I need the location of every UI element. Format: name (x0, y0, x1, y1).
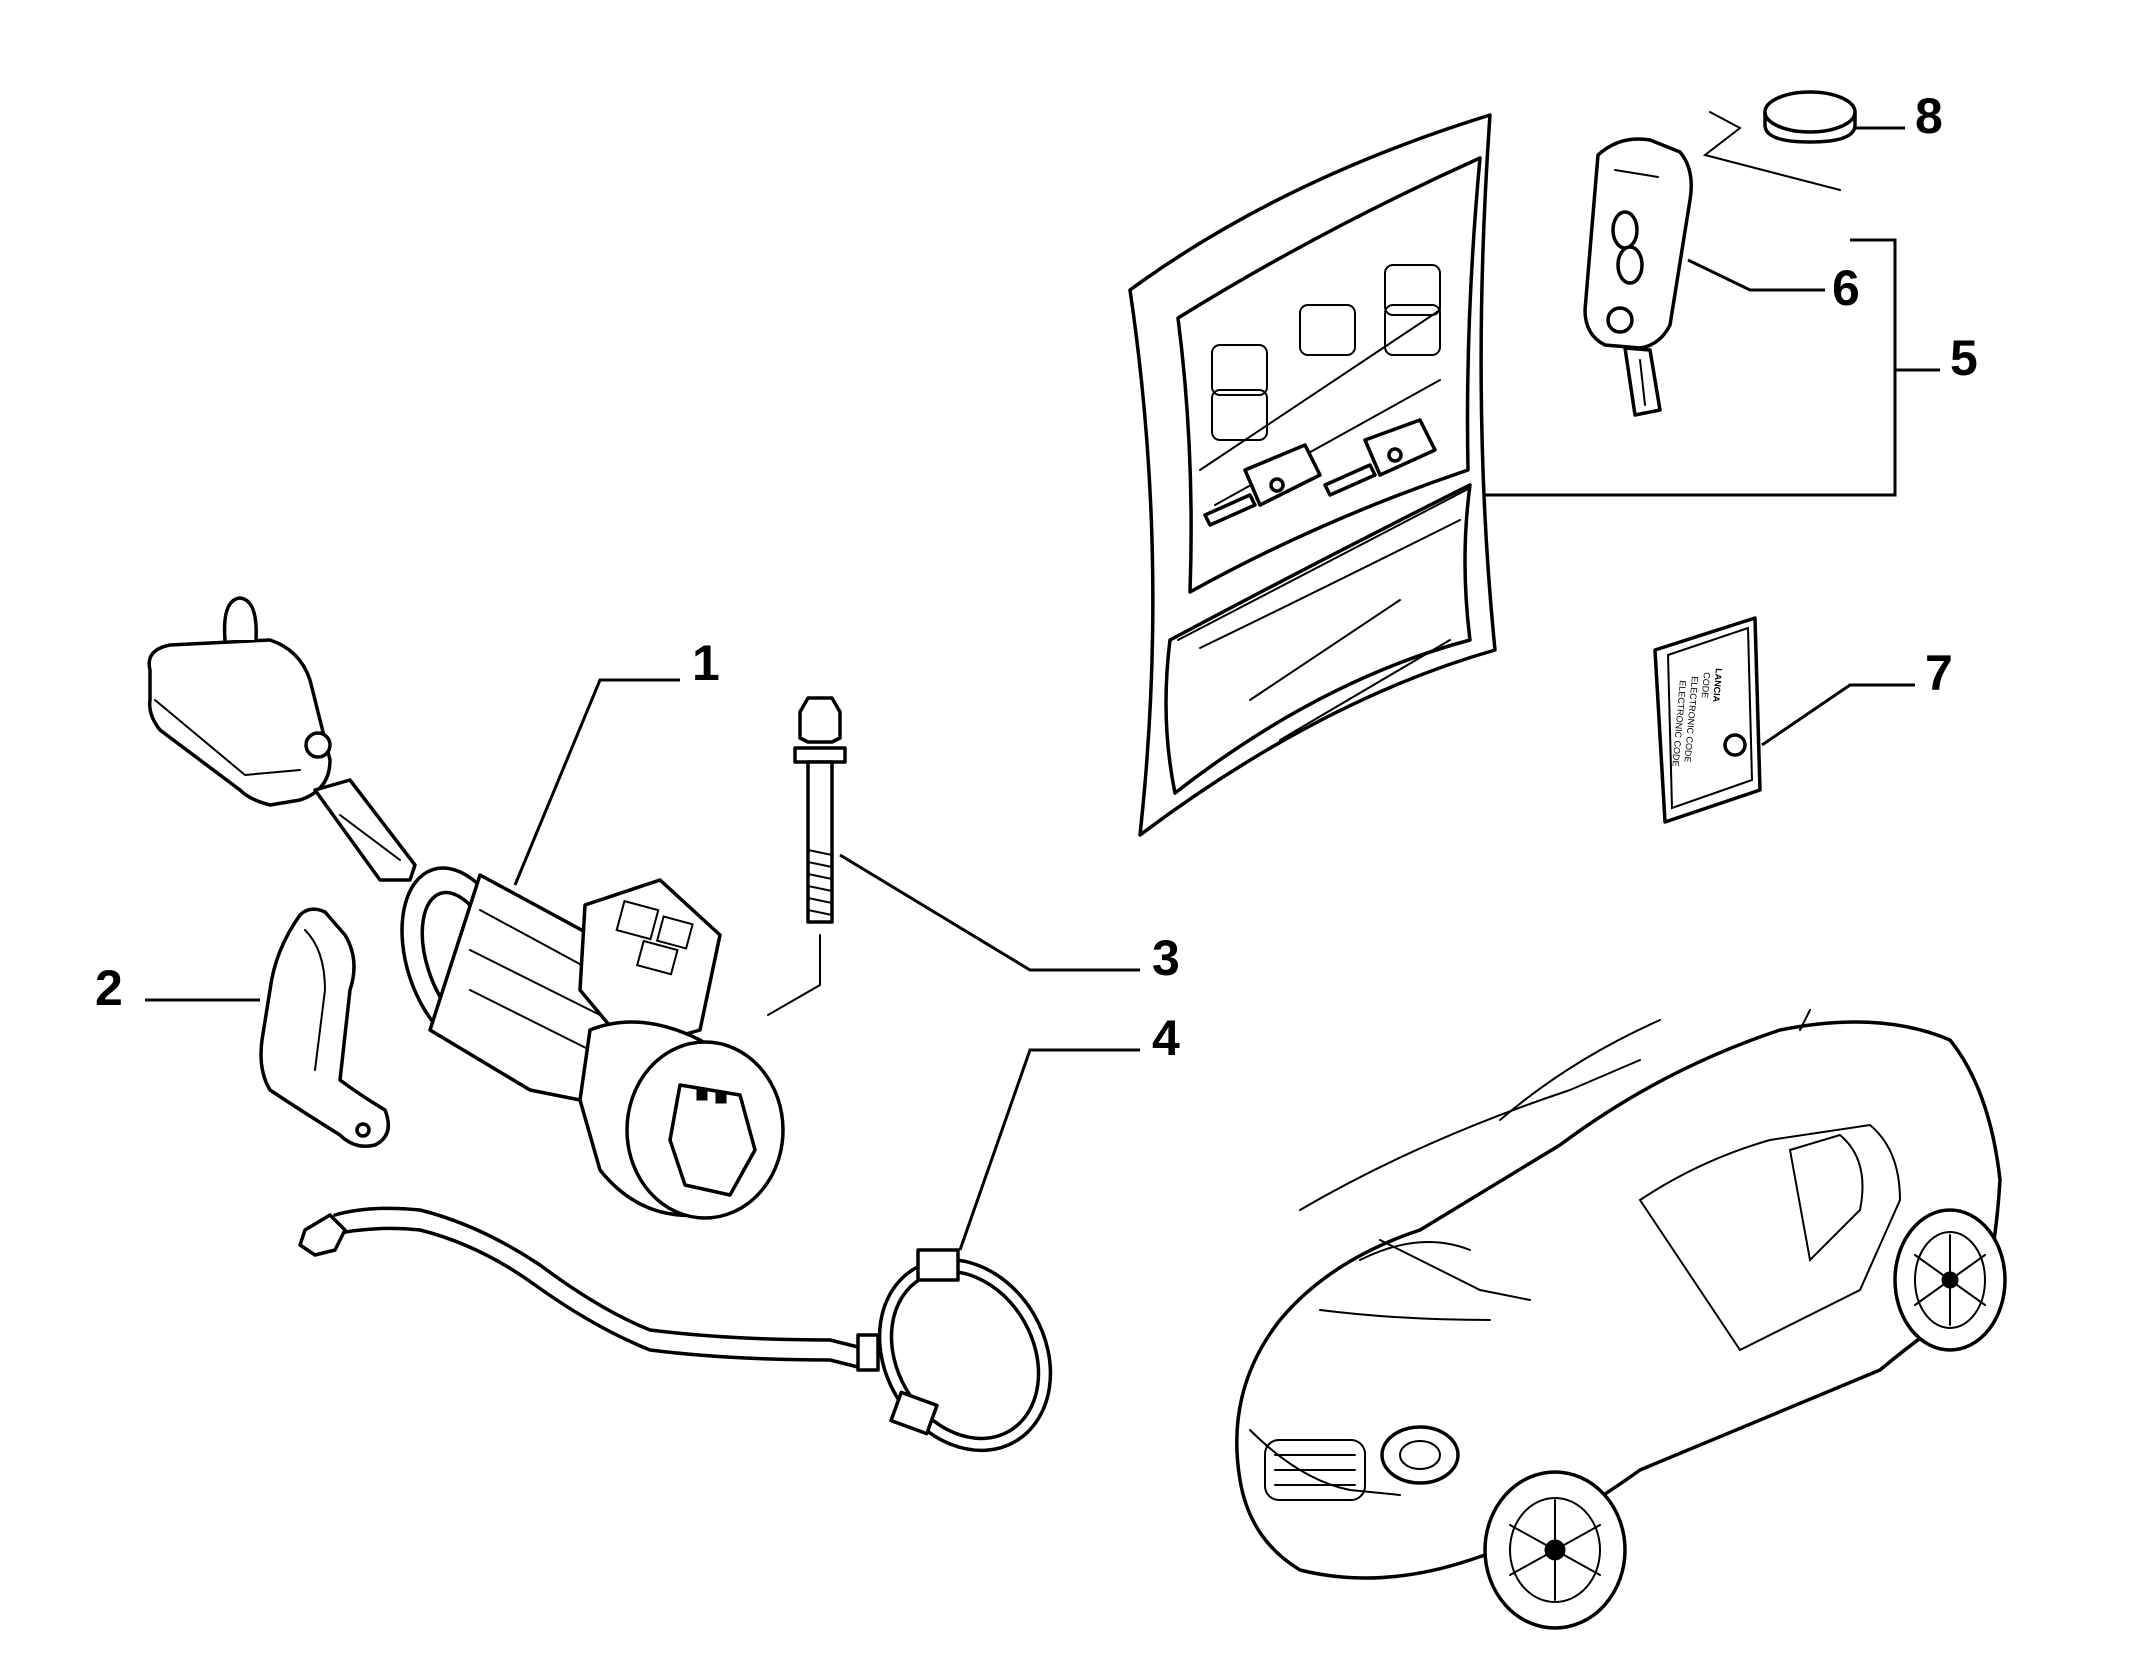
ignition-lock-assembly (147, 596, 785, 1220)
callout-4: 4 (1152, 1010, 1180, 1066)
code-card-line1: CODE (1700, 672, 1712, 699)
code-card-brand: LANCIA (1711, 668, 1724, 703)
lock-cylinder-body (400, 866, 785, 1220)
callout-8: 8 (1915, 88, 1943, 144)
car-illustration (1235, 1009, 2007, 1630)
callout-5: 5 (1950, 330, 1978, 386)
key-set-package-drawing (1128, 113, 1497, 837)
battery-drawing (1702, 90, 1857, 191)
callout-7: 7 (1925, 645, 1953, 701)
immobilizer-antenna-drawing (298, 1206, 1053, 1453)
callout-6: 6 (1832, 260, 1860, 316)
callout-2: 2 (95, 960, 123, 1016)
leader-lines (145, 126, 1940, 1251)
ignition-key-fob (147, 596, 417, 882)
shear-bolt-drawing (767, 696, 847, 1016)
callout-1: 1 (692, 635, 720, 691)
callout-labels: 1 2 3 4 5 6 7 8 (95, 88, 1978, 1066)
callout-3: 3 (1152, 930, 1180, 986)
code-card-drawing: LANCIA CODE ELECTRONIC CODE ELECTRONIC C… (1653, 616, 1762, 824)
retaining-bracket-drawing (259, 907, 391, 1148)
remote-flip-key-drawing (1583, 137, 1693, 417)
